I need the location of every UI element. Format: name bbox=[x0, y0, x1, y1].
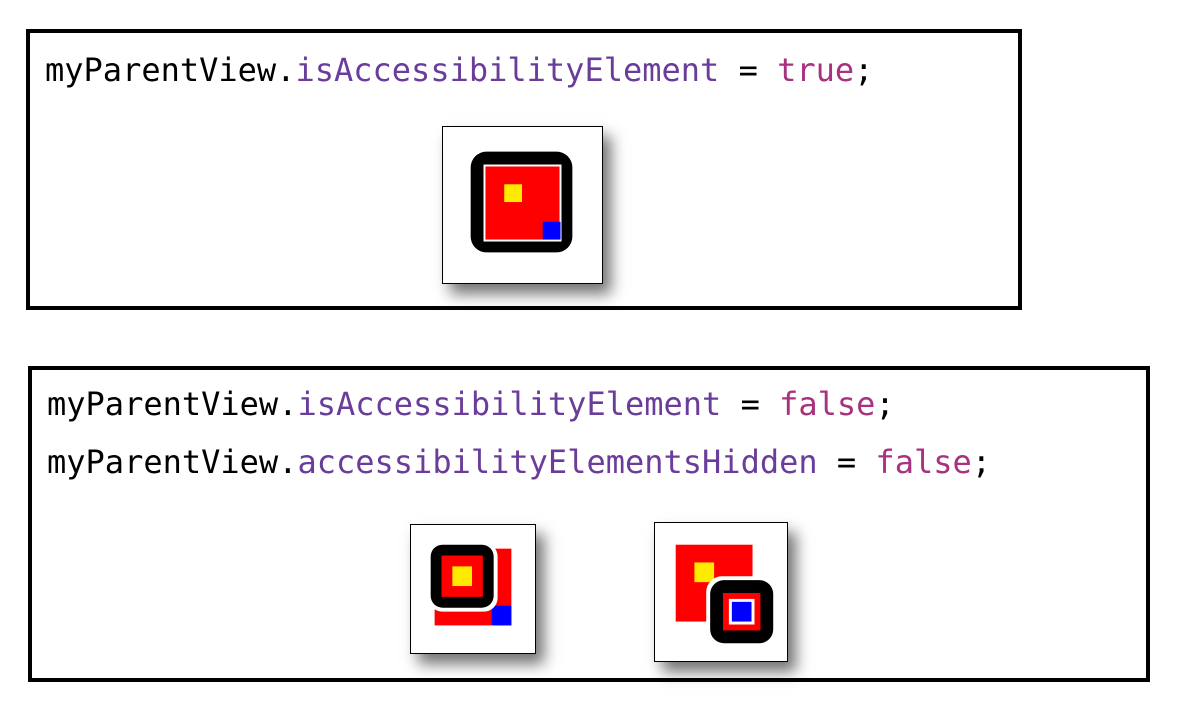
code-semicolon: ; bbox=[854, 51, 874, 89]
top-example-panel: myParentView.isAccessibilityElement = tr… bbox=[26, 29, 1022, 310]
code-line-accessibility-elements-hidden-false: myParentView.accessibilityElementsHidden… bbox=[47, 442, 991, 482]
child-yellow-square bbox=[452, 566, 473, 587]
code-object: myParentView bbox=[45, 51, 277, 89]
code-equals: = bbox=[719, 51, 778, 89]
parent-focused-illustration bbox=[442, 126, 603, 284]
child-yellow-square bbox=[694, 562, 715, 583]
code-object: myParentView bbox=[47, 443, 279, 481]
yellow-child-focused-illustration bbox=[410, 524, 536, 654]
parent-focused-graphic bbox=[470, 151, 573, 253]
blue-child-focused-illustration bbox=[654, 522, 788, 662]
code-property: isAccessibilityElement bbox=[297, 385, 722, 423]
child-blue-square bbox=[542, 221, 561, 240]
code-equals: = bbox=[721, 385, 780, 423]
code-line-is-accessibility-element-false: myParentView.isAccessibilityElement = fa… bbox=[47, 384, 895, 424]
blue-child-focused-graphic bbox=[675, 544, 778, 648]
code-semicolon: ; bbox=[971, 443, 992, 481]
code-value: false bbox=[875, 443, 972, 481]
code-dot: . bbox=[278, 385, 298, 423]
child-blue-square bbox=[491, 605, 512, 626]
code-property: isAccessibilityElement bbox=[295, 51, 720, 89]
code-property: accessibilityElementsHidden bbox=[297, 443, 818, 481]
code-equals: = bbox=[817, 443, 876, 481]
code-object: myParentView bbox=[47, 385, 279, 423]
code-line-is-accessibility-element-true: myParentView.isAccessibilityElement = tr… bbox=[45, 50, 873, 90]
yellow-child-focused-graphic bbox=[428, 542, 512, 626]
bottom-example-panel: myParentView.isAccessibilityElement = fa… bbox=[28, 366, 1150, 682]
code-semicolon: ; bbox=[875, 385, 895, 423]
child-yellow-square bbox=[504, 184, 523, 203]
code-dot: . bbox=[276, 51, 296, 89]
child-blue-square bbox=[731, 601, 752, 622]
code-value: false bbox=[779, 385, 876, 423]
code-value: true bbox=[777, 51, 855, 89]
code-dot: . bbox=[278, 443, 298, 481]
